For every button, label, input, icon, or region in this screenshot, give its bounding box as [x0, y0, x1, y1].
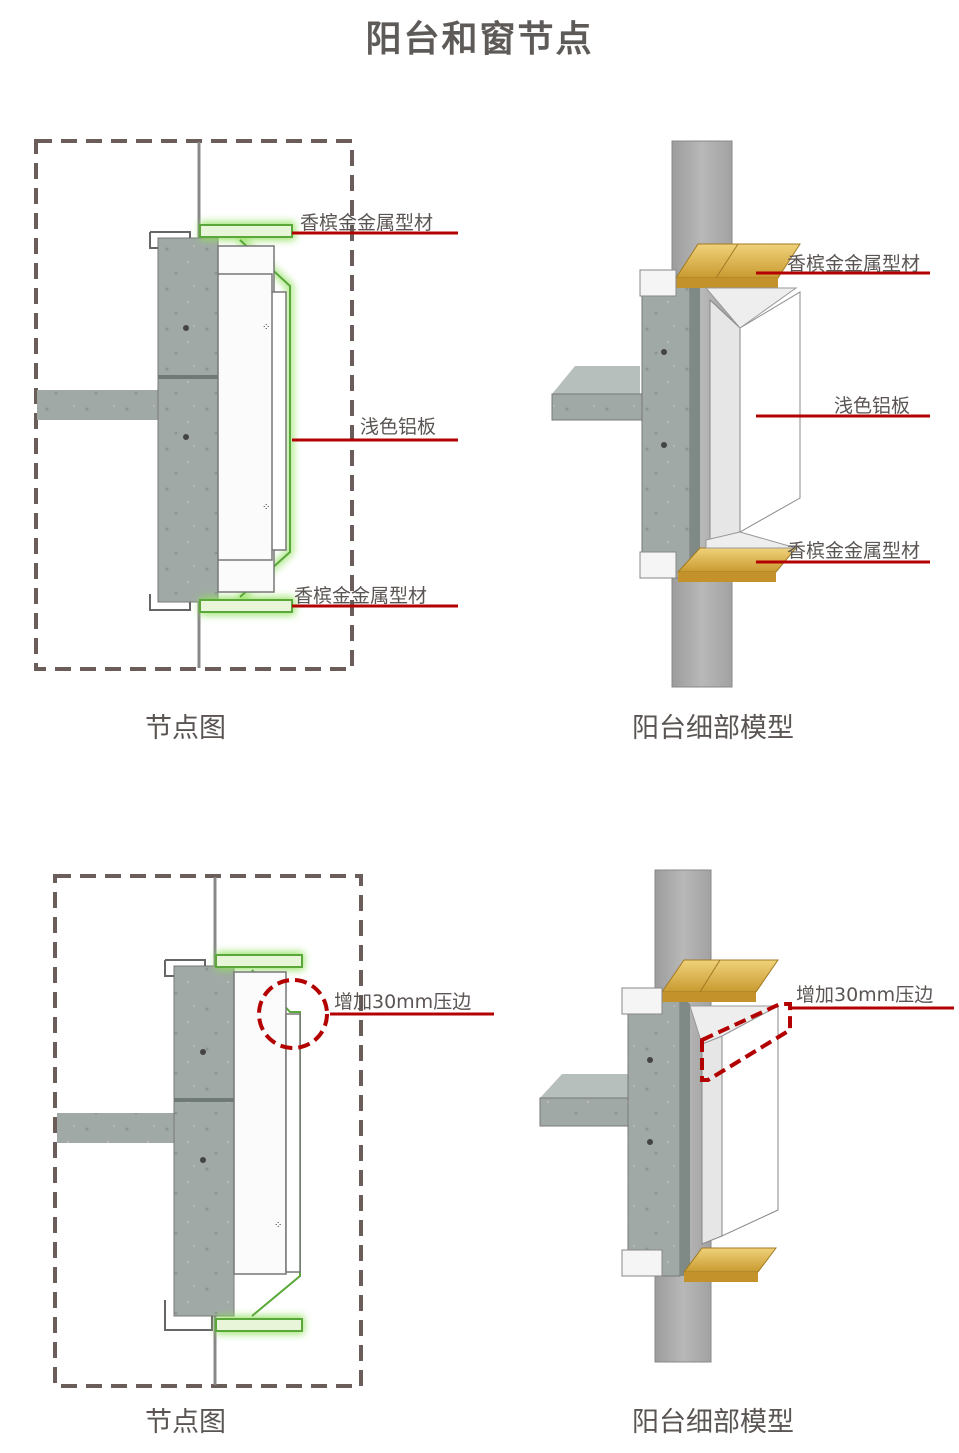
label-aluminium-panel-model: 浅色铝板 [834, 395, 911, 417]
highlight-outline [700, 1002, 792, 1082]
svg-text:⁘: ⁘ [262, 322, 270, 333]
caption-balcony-model: 阳台细部模型 [632, 713, 794, 744]
caption-node-drawing-bottom: 节点图 [145, 1407, 226, 1438]
label-added-edge-model: 增加30mm压边 [796, 984, 934, 1006]
svg-text:⁘: ⁘ [274, 1220, 282, 1231]
caption-balcony-model-bottom: 阳台细部模型 [632, 1407, 794, 1438]
label-gold-profile-bottom-model: 香槟金金属型材 [787, 540, 921, 562]
label-gold-profile-bottom: 香槟金金属型材 [294, 585, 428, 607]
caption-node-drawing: 节点图 [145, 713, 226, 744]
aluminium-panel [217, 245, 275, 593]
page-title: 阳台和窗节点 [365, 19, 594, 60]
svg-text:⁘: ⁘ [262, 502, 270, 513]
label-aluminium-panel: 浅色铝板 [360, 416, 437, 438]
detail-frame-bottom [53, 874, 363, 1388]
label-gold-profile-top: 香槟金金属型材 [300, 212, 434, 234]
concrete-wall [157, 237, 219, 603]
label-gold-profile-top-model: 香槟金金属型材 [787, 253, 921, 275]
highlight-circle [257, 978, 329, 1050]
label-added-edge: 增加30mm压边 [334, 991, 472, 1013]
